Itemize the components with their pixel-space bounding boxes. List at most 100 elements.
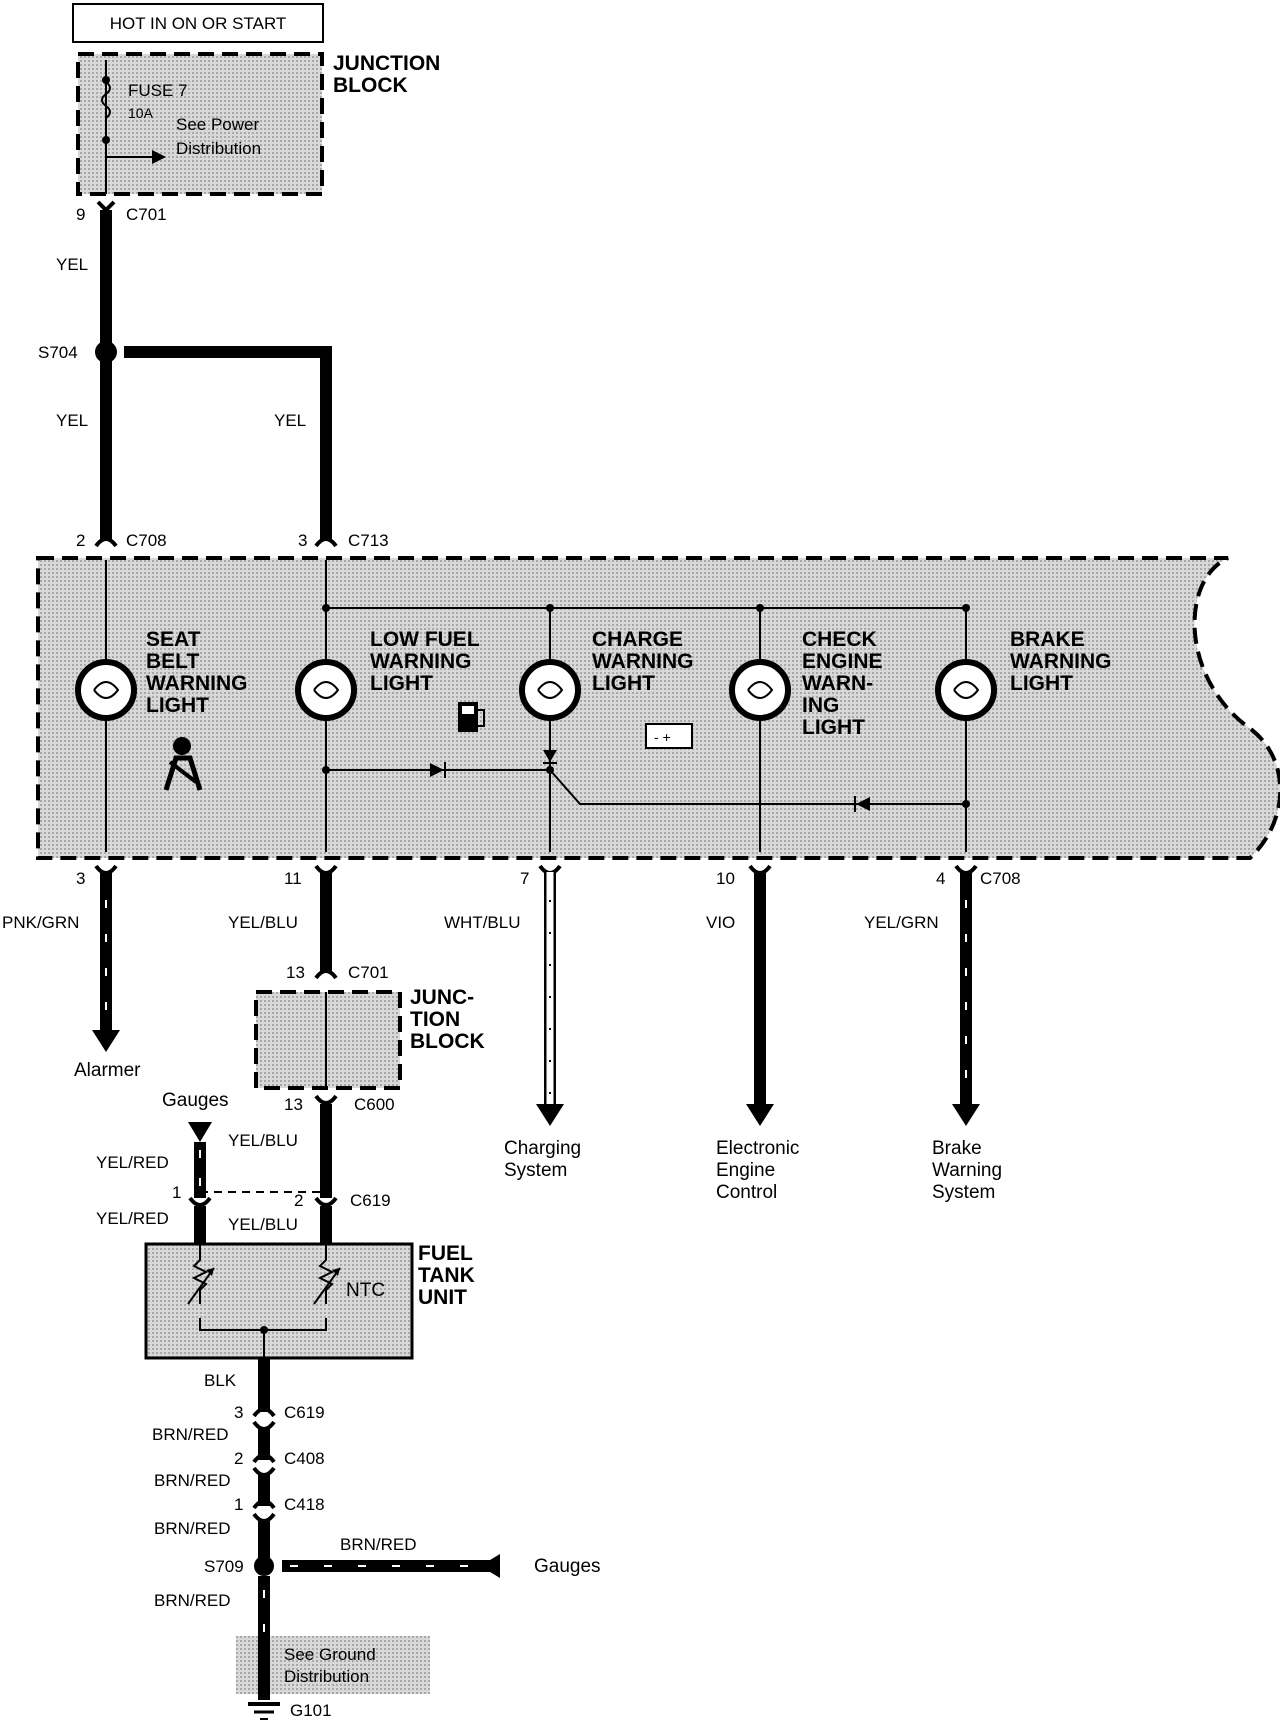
- junction-block-title-1: JUNCTION: [333, 52, 440, 75]
- lamp-label-seatbelt-2: BELT: [146, 650, 199, 673]
- lamp-label-checkengine-2: ENGINE: [802, 650, 883, 673]
- ntc-label: NTC: [346, 1280, 385, 1301]
- wire-brn-red-right: BRN/RED: [340, 1535, 417, 1554]
- lamp-label-lowfuel-2: WARNING: [370, 650, 472, 673]
- dest-brake-2: Warning: [932, 1160, 1002, 1181]
- svg-text:- +: - +: [654, 729, 671, 745]
- arrow-brake-icon: [952, 1104, 980, 1126]
- variable-resistor-icon: [187, 1244, 215, 1305]
- dest-brake-3: System: [932, 1182, 995, 1203]
- fuse-7-symbol: [101, 81, 111, 119]
- jb-lower-2: TION: [410, 1008, 460, 1031]
- wire-yel-blu-1: YEL/BLU: [228, 913, 298, 932]
- dest-brake-1: Brake: [932, 1138, 982, 1159]
- c600-label: C600: [354, 1095, 395, 1114]
- lamp-label-charge-3: LIGHT: [592, 672, 655, 695]
- dest-charging-2: System: [504, 1160, 567, 1181]
- jb-lower-3: BLOCK: [410, 1030, 485, 1053]
- lamp-label-seatbelt-3: WARNING: [146, 672, 248, 695]
- arrow-gauges-top-icon: [188, 1122, 212, 1142]
- lamp-brake: [935, 659, 997, 721]
- instrument-cluster: [36, 556, 1280, 860]
- jb-lower-1: JUNC-: [410, 986, 474, 1009]
- lamp-label-seatbelt-1: SEAT: [146, 628, 201, 651]
- fuse-name: FUSE 7: [128, 81, 188, 100]
- wire-yel-3: YEL: [274, 411, 306, 430]
- hot-label: HOT IN ON OR START: [110, 14, 287, 33]
- lamp-charge: [519, 659, 581, 721]
- dest-eec-3: Control: [716, 1182, 777, 1203]
- gauges-top-label: Gauges: [162, 1090, 229, 1111]
- c418-label: C418: [284, 1495, 325, 1514]
- c619-pin-2: 2: [294, 1191, 303, 1210]
- dest-alarmer: Alarmer: [74, 1060, 141, 1081]
- lamp-label-checkengine-3: WARN-: [802, 672, 873, 695]
- c619-ground-label: C619: [284, 1403, 325, 1422]
- lamp-label-checkengine-4: ING: [802, 694, 839, 717]
- see-ground-1: See Ground: [284, 1645, 376, 1664]
- c619-ground-pin: 3: [234, 1403, 243, 1422]
- wire-yel-1: YEL: [56, 255, 88, 274]
- diode-brake-icon: [856, 797, 870, 811]
- c708-bottom-label: C708: [980, 869, 1021, 888]
- wire-yel-red-2: YEL/RED: [96, 1209, 169, 1228]
- c418-pin: 1: [234, 1495, 243, 1514]
- wire-yel-blu-3: YEL/BLU: [228, 1215, 298, 1234]
- ground-g101: G101: [290, 1701, 332, 1720]
- ftu-1: FUEL: [418, 1242, 473, 1265]
- pin-3: 3: [76, 869, 85, 888]
- fuse-rating: 10A: [128, 105, 154, 121]
- dest-eec-1: Electronic: [716, 1138, 799, 1159]
- ftu-3: UNIT: [418, 1286, 467, 1309]
- wire-brn-red-3: BRN/RED: [154, 1519, 231, 1538]
- arrow-eec-icon: [746, 1104, 774, 1126]
- pin-10: 10: [716, 869, 735, 888]
- wire-wht-blu: WHT/BLU: [444, 913, 521, 932]
- lamp-label-brake-2: WARNING: [1010, 650, 1112, 673]
- c701-lower-label: C701: [348, 963, 389, 982]
- lamp-label-brake-3: LIGHT: [1010, 672, 1073, 695]
- c408-pin: 2: [234, 1449, 243, 1468]
- junction-block-title-2: BLOCK: [333, 74, 408, 97]
- see-power-1: See Power: [176, 115, 259, 134]
- ground-icon: [248, 1702, 280, 1720]
- lamp-label-checkengine-5: LIGHT: [802, 716, 865, 739]
- junction-block-lower: [254, 990, 402, 1090]
- arrow-charging-icon: [536, 1104, 564, 1126]
- battery-icon: - +: [645, 723, 693, 749]
- lamp-label-charge-1: CHARGE: [592, 628, 683, 651]
- c408-label: C408: [284, 1449, 325, 1468]
- c708-pin: 2: [76, 531, 85, 550]
- seatbelt-icon: [163, 737, 203, 791]
- splice-s709: [254, 1556, 274, 1576]
- see-ground-2: Distribution: [284, 1667, 369, 1686]
- lamp-seat-belt: [75, 659, 137, 721]
- wire-blk: BLK: [204, 1371, 237, 1390]
- see-power-2: Distribution: [176, 139, 261, 158]
- wire-brn-red-4: BRN/RED: [154, 1591, 231, 1610]
- c713-pin: 3: [298, 531, 307, 550]
- fuel-tank-unit: [144, 1242, 414, 1360]
- wire-vio: VIO: [706, 913, 735, 932]
- ntc-thermistor-icon: [313, 1244, 341, 1305]
- pin-11: 11: [284, 869, 302, 888]
- wire-pnk-grn: PNK/GRN: [2, 913, 79, 932]
- splice-s704-label: S704: [38, 343, 78, 362]
- wire-brn-red-2: BRN/RED: [154, 1471, 231, 1490]
- gauges-right-label: Gauges: [534, 1556, 601, 1577]
- lamp-label-checkengine-1: CHECK: [802, 628, 877, 651]
- fuel-pump-icon: [458, 702, 485, 732]
- arrow-alarmer-icon: [92, 1030, 120, 1052]
- power-dist-arrow-icon: [152, 150, 166, 164]
- dest-eec-2: Engine: [716, 1160, 775, 1181]
- c701-top-pin: 9: [76, 205, 85, 224]
- lamp-label-lowfuel-3: LIGHT: [370, 672, 433, 695]
- pin-7: 7: [520, 869, 529, 888]
- c619-pin-1: 1: [172, 1183, 181, 1202]
- dest-charging-1: Charging: [504, 1138, 581, 1159]
- wire-yel-red-1: YEL/RED: [96, 1153, 169, 1172]
- lamp-check-engine: [729, 659, 791, 721]
- lamp-label-brake-1: BRAKE: [1010, 628, 1085, 651]
- diode-charge-icon: [543, 750, 557, 762]
